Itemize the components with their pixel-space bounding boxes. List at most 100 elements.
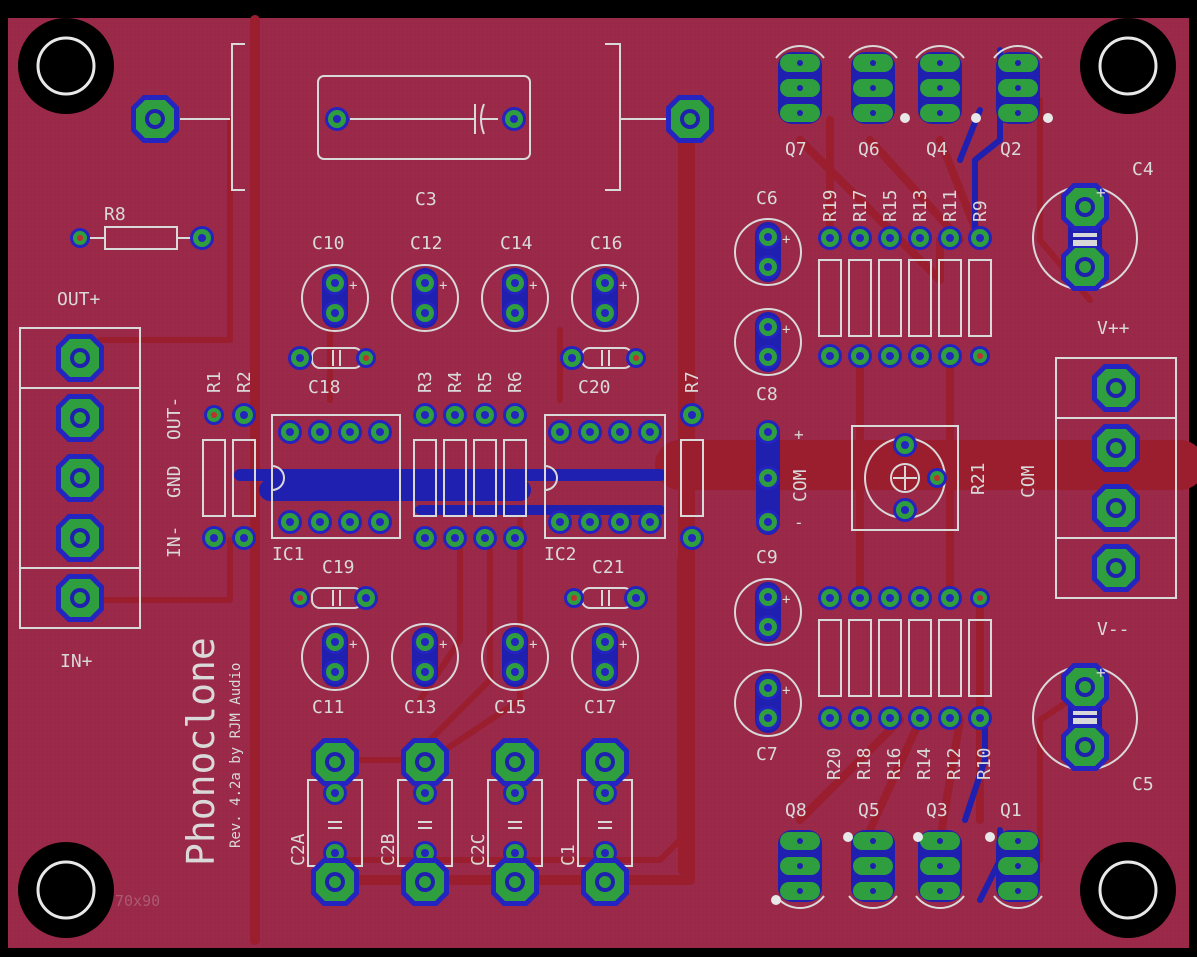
- label-gnd: GND: [164, 465, 185, 498]
- label-c10: C10: [312, 233, 345, 254]
- label-r21: R21: [968, 462, 989, 495]
- cap-c11: C11: [302, 624, 368, 718]
- cap-c7: C7: [735, 670, 801, 765]
- label-r1: R1: [204, 371, 225, 393]
- label-c17: C17: [584, 697, 617, 718]
- cap-c17: C17: [572, 624, 638, 718]
- label-c9-minus: -: [794, 513, 804, 532]
- cap-c2b: C2B: [378, 738, 453, 906]
- label-c19: C19: [322, 557, 355, 578]
- label-c14: C14: [500, 233, 533, 254]
- label-r15: R15: [880, 189, 901, 222]
- label-q2: Q2: [1000, 139, 1022, 160]
- label-r11: R11: [940, 189, 961, 222]
- cap-c1: C1: [558, 738, 633, 906]
- label-c4-plus: +: [1096, 183, 1106, 202]
- label-c11: C11: [312, 697, 345, 718]
- input-output-terminal: OUT+ IN+ OUT- GND IN-: [19, 289, 185, 672]
- cap-c10: C10: [302, 233, 368, 331]
- label-r16: R16: [884, 747, 905, 780]
- label-c21: C21: [592, 557, 625, 578]
- label-q1: Q1: [1000, 800, 1022, 821]
- label-c15: C15: [494, 697, 527, 718]
- label-c2c: C2C: [468, 833, 489, 866]
- cap-c9: + COM - C9: [756, 420, 811, 568]
- label-out-plus: OUT+: [57, 289, 101, 310]
- label-c18: C18: [308, 377, 341, 398]
- label-c9-com: COM: [790, 469, 811, 502]
- c3-capacitor: C3: [131, 43, 714, 210]
- label-r6: R6: [505, 371, 526, 393]
- resistor-bank-top: R19 R17 R15 R13 R11 R9: [818, 189, 992, 368]
- label-c6: C6: [756, 188, 778, 209]
- label-c9: C9: [756, 547, 778, 568]
- ic2: IC2: [544, 414, 666, 565]
- label-r3: R3: [415, 371, 436, 393]
- label-c8: C8: [756, 384, 778, 405]
- label-vneg: V--: [1097, 619, 1130, 640]
- cap-c12: C12: [392, 233, 458, 331]
- r8-resistor: R8: [70, 204, 214, 250]
- label-c20: C20: [578, 377, 611, 398]
- label-com: COM: [1018, 465, 1039, 498]
- label-q7: Q7: [785, 139, 807, 160]
- transistor-q6: Q6: [848, 45, 898, 160]
- board-title: Phonoclone: [179, 637, 223, 866]
- label-in-plus: IN+: [60, 651, 93, 672]
- transistor-q3: Q3: [915, 800, 965, 909]
- power-terminal: COM V++ V--: [1018, 318, 1177, 640]
- cap-c8: C8: [735, 309, 801, 405]
- ic1: IC1: [271, 414, 401, 565]
- transistor-q4: Q4: [915, 45, 965, 160]
- label-ic1: IC1: [272, 544, 305, 565]
- label-c9-plus: +: [794, 425, 804, 444]
- cap-c18: C18: [288, 346, 376, 398]
- cap-c14: C14: [482, 233, 548, 331]
- label-c13: C13: [404, 697, 437, 718]
- label-r14: R14: [914, 747, 935, 780]
- label-r19: R19: [820, 189, 841, 222]
- cap-c4: + C4: [1032, 159, 1154, 291]
- label-r7: R7: [682, 371, 703, 393]
- label-c7: C7: [756, 744, 778, 765]
- label-q6: Q6: [858, 139, 880, 160]
- label-vpos: V++: [1097, 318, 1130, 339]
- top-copper-traces: [234, 47, 1003, 903]
- trimmer-r21: R21: [851, 425, 989, 531]
- mounting-hole-bl: [16, 840, 116, 940]
- label-c12: C12: [410, 233, 443, 254]
- cap-c2c: C2C: [468, 738, 543, 906]
- label-r20: R20: [824, 747, 845, 780]
- label-c4: C4: [1132, 159, 1154, 180]
- mounting-hole-tl: [16, 16, 116, 116]
- transistor-q8: Q8: [775, 800, 825, 909]
- cap-c19: C19: [290, 557, 378, 610]
- label-q3: Q3: [926, 800, 948, 821]
- label-r17: R17: [850, 189, 871, 222]
- mounting-hole-br: [1078, 840, 1178, 940]
- cap-c5: + C5: [1032, 663, 1154, 795]
- label-ic2: IC2: [544, 544, 577, 565]
- label-c3: C3: [415, 189, 437, 210]
- label-r13: R13: [910, 189, 931, 222]
- label-c5-plus: +: [1096, 663, 1106, 682]
- label-r9: R9: [970, 200, 991, 222]
- transistor-q2: Q2: [993, 45, 1043, 160]
- cap-c20: C20: [560, 346, 646, 398]
- label-out-minus: OUT-: [164, 397, 185, 440]
- label-r18: R18: [854, 747, 875, 780]
- label-c1: C1: [558, 844, 579, 866]
- cap-c16: C16: [572, 233, 638, 331]
- label-q4: Q4: [926, 139, 948, 160]
- label-c5: C5: [1132, 774, 1154, 795]
- mounting-hole-tr: [1078, 16, 1178, 116]
- cap-c13: C13: [392, 624, 458, 718]
- label-c2b: C2B: [378, 833, 399, 866]
- resistors-r1-r7: R1 R2 R3 R4 R5 R6 R7: [202, 371, 704, 550]
- label-r2: R2: [234, 371, 255, 393]
- label-c2a: C2A: [288, 833, 309, 866]
- board-revision: Rev. 4.2a by RJM Audio: [228, 663, 244, 848]
- board-size-label: 70x90: [115, 892, 160, 910]
- label-r12: R12: [944, 747, 965, 780]
